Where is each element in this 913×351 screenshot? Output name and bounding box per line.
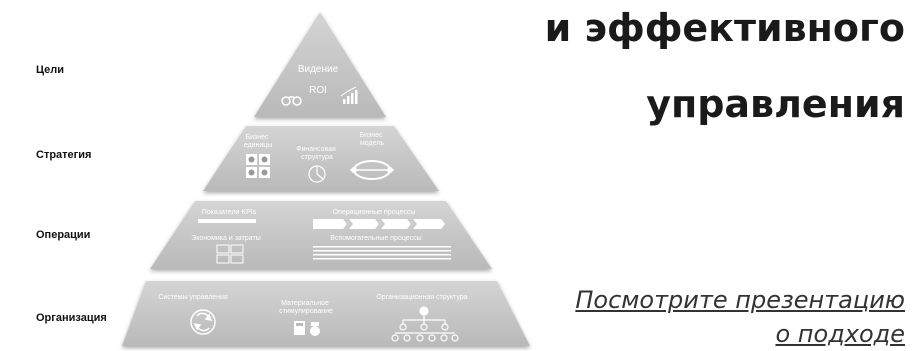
kpis-label: Показатели KPIs [202, 209, 257, 216]
operations-label: Операции [36, 229, 91, 241]
financial-structure-label: Финансовая структура [296, 146, 338, 161]
calculator-money-icon [294, 321, 320, 336]
tier-strategy: Бизнес единицы Финансовая структура Бизн… [203, 126, 439, 191]
binoculars-icon [281, 96, 302, 106]
support-processes-label: Вспомогательные процессы [330, 235, 421, 242]
heading-line-2: управления [646, 82, 905, 126]
business-units-icon [246, 154, 270, 178]
tier-operations: Показатели KPIs Экономика и затраты Опер… [150, 201, 492, 269]
operational-processes-label: Операционные процессы [333, 209, 416, 216]
business-model-icon [350, 160, 394, 180]
org-structure-label: Организационная структура [376, 294, 467, 301]
tier-goals: Видение ROI [254, 12, 386, 117]
heading-line-1: и эффективного [544, 6, 905, 50]
tier-organization: Системы управления Материальное стимулир… [122, 281, 530, 346]
costs-icon [216, 244, 244, 264]
presentation-link-line-1[interactable]: Посмотрите презентацию [575, 286, 905, 314]
economics-label: Экономика и затраты [191, 235, 260, 242]
organization-label: Организация [36, 312, 107, 324]
goals-label: Цели [36, 64, 65, 76]
support-lines-icon [313, 246, 451, 260]
roi-label: ROI [309, 85, 327, 96]
strategy-label: Стратегия [36, 149, 92, 161]
org-chart-icon [391, 306, 459, 342]
presentation-link-line-2[interactable]: о подходе [775, 320, 905, 348]
management-systems-label: Системы управления [158, 294, 228, 301]
cycle-arrows-icon [190, 309, 216, 335]
pie-chart-icon [308, 165, 326, 183]
process-arrows-icon [313, 219, 445, 229]
kpi-bar [198, 219, 256, 223]
incentives-label: Материальное стимулирование [279, 300, 333, 315]
vision-label: Видение [298, 64, 339, 75]
business-units-label: Бизнес единицы [244, 134, 273, 149]
business-model-label: Бизнес модель [360, 132, 385, 147]
growth-chart-icon [340, 86, 358, 104]
